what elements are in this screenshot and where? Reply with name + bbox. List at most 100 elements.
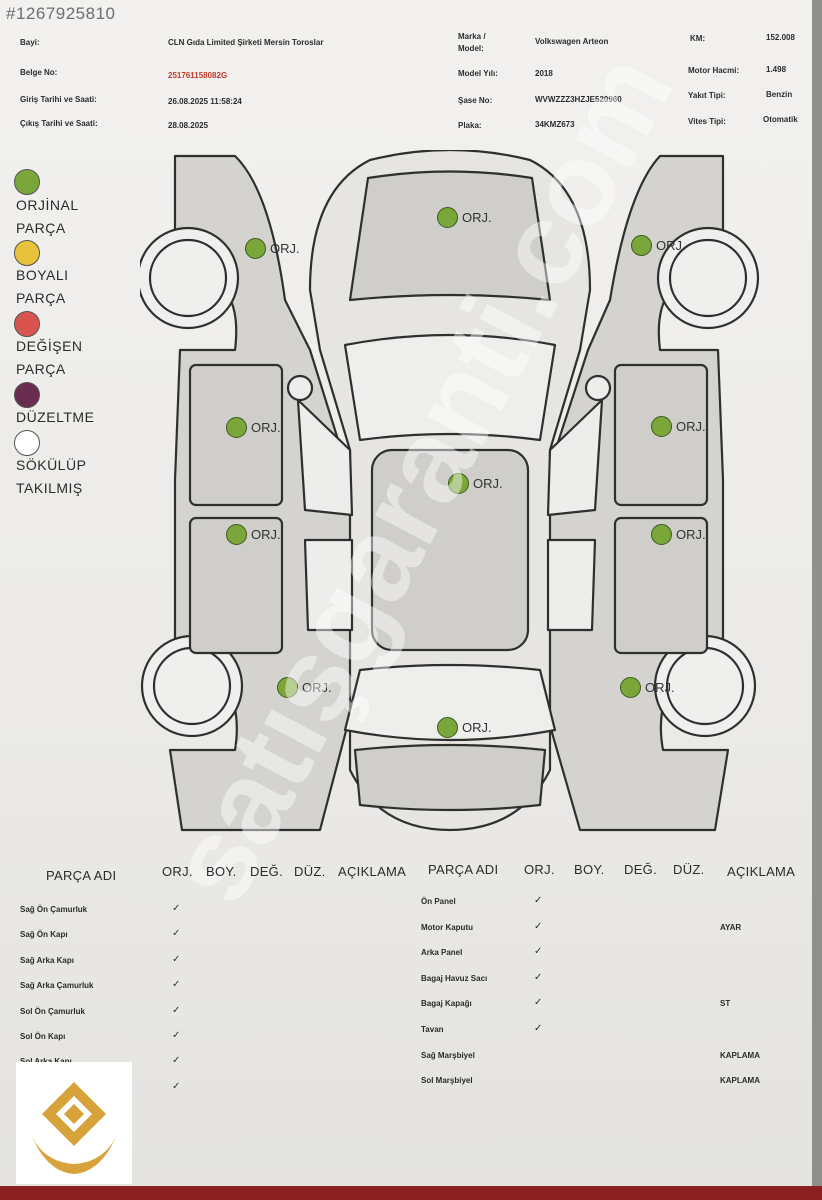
th-deg-left: DEĞ.: [250, 864, 283, 879]
legend-removed-swatch: [14, 430, 40, 456]
table-row-orj-check: ✓: [172, 903, 181, 914]
sase-label: Şase No:: [458, 96, 493, 105]
plaka-label: Plaka:: [458, 121, 482, 130]
bayi-label: Bayi:: [20, 38, 40, 47]
original-dot-icon: [651, 416, 672, 437]
table-row-orj-check: ✓: [172, 1080, 181, 1092]
th-boy-right: BOY.: [574, 862, 605, 877]
table-row-part: Sağ Ön Çamurluk: [20, 905, 88, 914]
original-dot-icon: [448, 473, 469, 494]
belge-value: 251761158082G: [168, 71, 228, 80]
table-row-part: Sağ Marşbiyel: [421, 1050, 475, 1060]
table-row-part: Sağ Arka Çamurluk: [20, 981, 94, 991]
table-row-orj-check: ✓: [172, 1055, 181, 1067]
table-row-note: KAPLAMA: [720, 1050, 760, 1060]
legend-changed-swatch: [14, 311, 40, 337]
table-row-part: Sol Marşbiyel: [421, 1076, 473, 1086]
original-dot-icon: [651, 524, 672, 545]
yakit-value: Benzin: [766, 90, 793, 99]
table-row-part: Sağ Arka Kapı: [20, 955, 74, 965]
table-row-note: ST: [720, 999, 731, 1009]
mark-right-rear-fender: ORJ.: [620, 677, 675, 698]
km-label: KM:: [690, 34, 706, 43]
table-row-note: AYAR: [720, 922, 742, 932]
table-row-orj-check: ✓: [534, 920, 543, 932]
legend-original-swatch: [14, 169, 40, 195]
logo-emblem-icon: [30, 1082, 118, 1174]
km-value: 152.008: [766, 33, 795, 42]
th-aciklama-right: AÇIKLAMA: [727, 864, 796, 879]
th-aciklama-left: AÇIKLAMA: [338, 864, 407, 879]
mark-right-front-fender: ORJ.: [631, 235, 686, 256]
mark-left-front-fender: ORJ.: [245, 238, 300, 259]
table-row-note: KAPLAMA: [720, 1076, 760, 1086]
giris-value: 26.08.2025 11:58:24: [168, 97, 242, 106]
table-row-part: Sol Arka Kapı: [20, 1057, 72, 1066]
original-dot-icon: [620, 677, 641, 698]
table-row-orj-check: ✓: [172, 1004, 181, 1016]
model-yili-value: 2018: [535, 69, 553, 78]
mark-left-rear-door: ORJ.: [226, 524, 281, 545]
table-row-part: Bagaj Kapağı: [421, 999, 472, 1009]
table-row-part: Sol Ön Kapı: [20, 1032, 66, 1041]
belge-label: Belge No:: [20, 68, 58, 77]
yakit-label: Yakıt Tipi:: [688, 91, 726, 100]
th-orj-right: ORJ.: [524, 862, 555, 877]
marka-label: Marka /: [458, 32, 486, 41]
model-label: Model:: [458, 44, 484, 53]
th-deg-right: DEĞ.: [624, 862, 657, 877]
th-boy-left: BOY.: [206, 864, 237, 879]
th-duz-left: DÜZ.: [294, 864, 326, 879]
expertise-report-paper: #1267925810 Bayi: CLN Gıda Limited Şirke…: [0, 0, 812, 1188]
bottom-strip: [0, 1186, 822, 1200]
brand-logo: [16, 1062, 132, 1184]
table-row-part: Motor Kaputu: [421, 922, 473, 932]
table-row-part: Ön Panel: [421, 897, 456, 906]
original-dot-icon: [437, 717, 458, 738]
table-row-orj-check: ✓: [172, 928, 181, 940]
table-row-part: Bagaj Havuz Sacı: [421, 973, 488, 983]
original-dot-icon: [277, 677, 298, 698]
plaka-value: 34KMZ673: [535, 120, 575, 129]
vites-value: Otomatik: [763, 115, 798, 124]
th-duz-right: DÜZ.: [673, 862, 705, 877]
cikis-value: 28.08.2025: [168, 121, 209, 130]
table-row-part: Arka Panel: [421, 948, 463, 958]
mark-left-front-door: ORJ.: [226, 417, 281, 438]
giris-label: Giriş Tarihi ve Saati:: [20, 95, 97, 104]
table-row-orj-check: ✓: [534, 1023, 543, 1034]
sase-value: WVWZZZ3HZJE520960: [535, 95, 622, 104]
original-dot-icon: [226, 524, 247, 545]
mark-hood: ORJ.: [437, 207, 492, 228]
mark-trunk: ORJ.: [437, 717, 492, 738]
th-part-right: PARÇA ADI: [428, 862, 499, 877]
table-row-orj-check: ✓: [172, 979, 181, 991]
mark-right-front-door: ORJ.: [651, 416, 706, 437]
legend-painted-swatch: [14, 240, 40, 266]
original-dot-icon: [631, 235, 652, 256]
table-row-part: Tavan: [421, 1025, 444, 1034]
marka-value: Volkswagen Arteon: [535, 37, 609, 46]
cikis-label: Çıkış Tarihi ve Saati:: [20, 119, 98, 128]
original-dot-icon: [226, 417, 247, 438]
table-row-part: Sağ Ön Kapı: [20, 930, 68, 940]
table-row-orj-check: ✓: [534, 895, 543, 906]
bayi-value: CLN Gıda Limited Şirketi Mersin Toroslar: [168, 38, 324, 47]
table-row-orj-check: ✓: [172, 953, 181, 965]
table-row-orj-check: ✓: [534, 946, 543, 958]
mark-left-rear-fender: ORJ.: [277, 677, 332, 698]
model-yili-label: Model Yılı:: [458, 69, 498, 78]
legend-repaired-label: DÜZELTME: [16, 409, 95, 425]
original-dot-icon: [245, 238, 266, 259]
th-orj-left: ORJ.: [162, 864, 193, 879]
mark-right-rear-door: ORJ.: [651, 524, 706, 545]
original-dot-icon: [437, 207, 458, 228]
th-part-left: PARÇA ADI: [46, 868, 117, 883]
legend-repaired-swatch: [14, 382, 40, 408]
photo-id: #1267925810: [6, 4, 116, 23]
motor-value: 1.498: [766, 65, 787, 74]
